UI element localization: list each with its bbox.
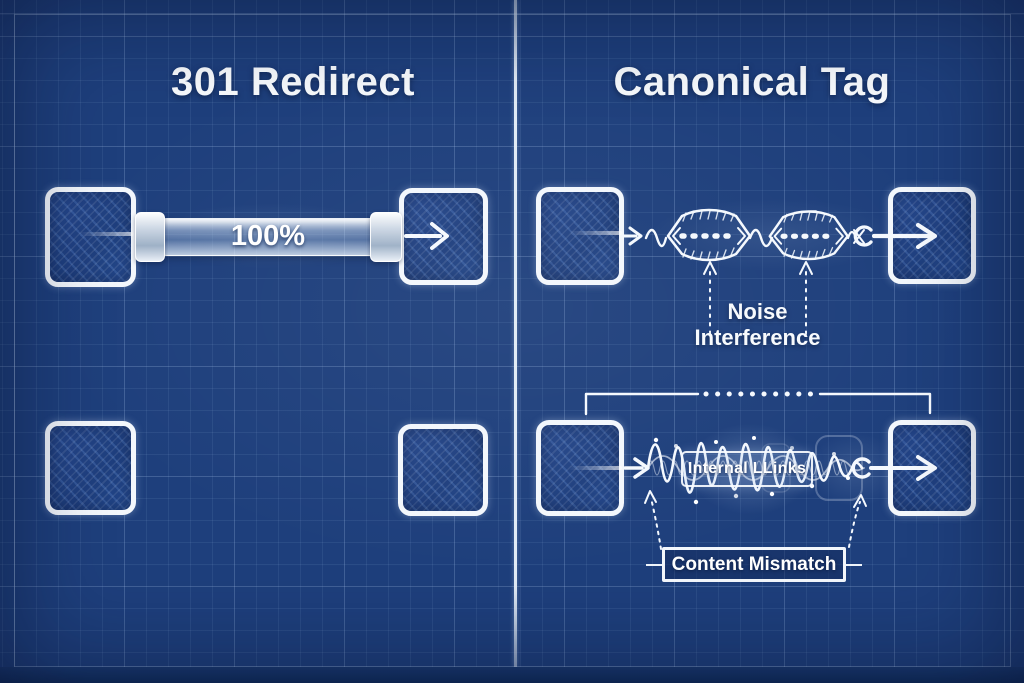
blueprint-frame-line [14,14,1011,667]
canvas-bottom-edge [0,667,1024,683]
